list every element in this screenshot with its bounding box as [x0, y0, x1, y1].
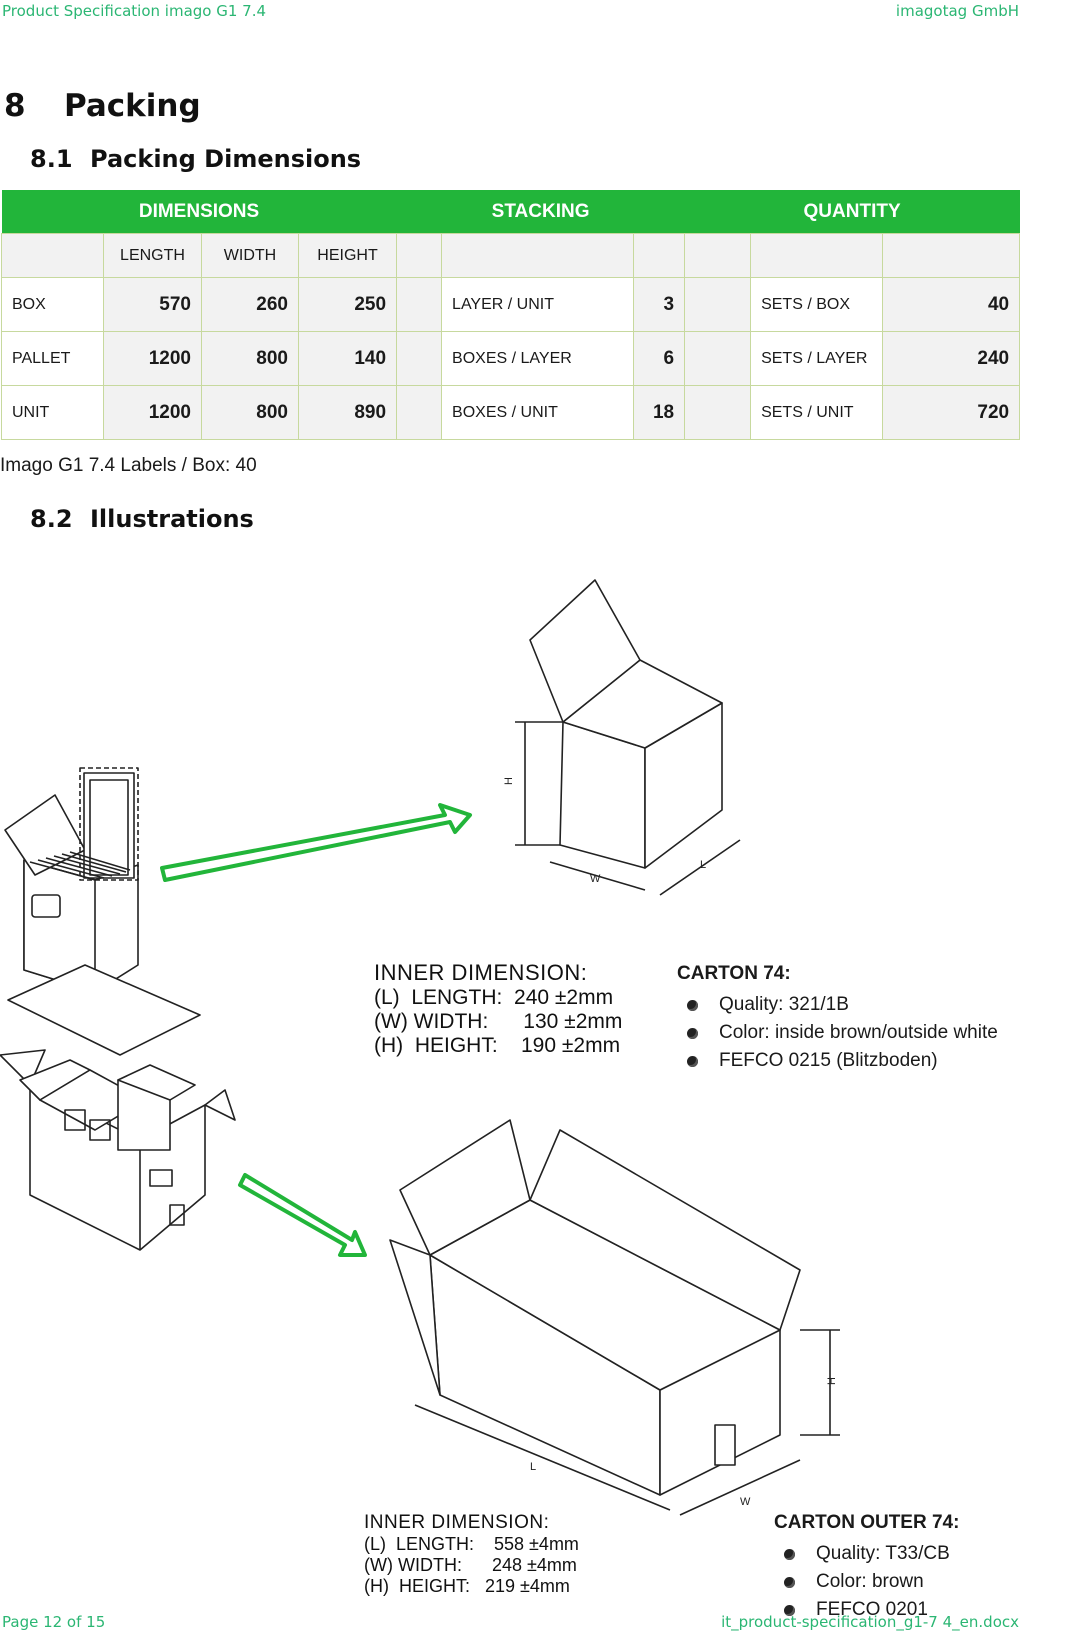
table-group-stacking: STACKING — [396, 190, 685, 234]
cell-stack-label: BOXES / UNIT — [441, 385, 635, 440]
subsection-title: Illustrations — [90, 505, 254, 533]
carton-74-title: CARTON 74: — [677, 963, 791, 984]
cell-height: 890 — [297, 385, 398, 440]
table-group-quantity: QUANTITY — [684, 190, 1020, 234]
inner-dimension-length: (L) LENGTH: 558 ±4mm — [364, 1534, 579, 1554]
section-number: 8 — [4, 88, 26, 124]
table-group-dimensions: DIMENSIONS — [1, 190, 397, 234]
inner-dimension-large: INNER DIMENSION: (L) LENGTH: 558 ±4mm (W… — [364, 1512, 579, 1597]
table-header-cell — [684, 233, 752, 278]
carton-74-fefco: FEFCO 0215 (Blitzboden) — [687, 1047, 998, 1075]
table-header-cell — [1, 233, 104, 278]
cell-height: 140 — [297, 331, 398, 386]
large-carton-drawing: H W L — [389, 1119, 840, 1516]
labels-per-box-note: Imago G1 7.4 Labels / Box: 40 — [0, 455, 257, 476]
cell-stack-value: 3 — [633, 277, 686, 332]
height-marker-large: H — [826, 1377, 838, 1385]
cell-height: 250 — [297, 277, 398, 332]
packing-dimensions-table: DIMENSIONS STACKING QUANTITY LENGTH WIDT… — [1, 190, 1021, 440]
cell-stack-value: 18 — [633, 385, 686, 440]
cell-stack-label: BOXES / LAYER — [441, 331, 635, 386]
page-header-right: imagotag GmbH — [895, 2, 1019, 20]
row-name: PALLET — [1, 331, 104, 386]
section-title: Packing — [64, 88, 201, 124]
packing-illustration: H W L H W L — [0, 579, 840, 1516]
cell-stack-label: LAYER / UNIT — [441, 277, 635, 332]
inner-dimension-height: (H) HEIGHT: 219 ±4mm — [364, 1576, 570, 1596]
carton-outer-74-fefco: FEFCO 0201 — [783, 1596, 959, 1624]
row-name: BOX — [1, 277, 104, 332]
cell-stack-value: 6 — [633, 331, 686, 386]
subsection-number: 8.1 — [30, 145, 73, 173]
length-marker-small: L — [700, 859, 706, 871]
spacer-cell — [396, 385, 443, 440]
cell-length: 570 — [103, 277, 202, 332]
table-row: UNIT 1200 800 890 BOXES / UNIT 18 SETS /… — [1, 385, 1021, 440]
cell-qty-value: 40 — [882, 277, 1021, 332]
cell-qty-label: SETS / UNIT — [750, 385, 884, 440]
spacer-cell — [396, 277, 443, 332]
inner-dimension-height: (H) HEIGHT: 190 ±2mm — [374, 1034, 621, 1057]
cell-qty-value: 720 — [882, 385, 1021, 440]
carton-74-quality: Quality: 321/1B — [687, 991, 998, 1019]
inner-dimension-small: INNER DIMENSION: (L) LENGTH: 240 ±2mm (W… — [374, 960, 622, 1058]
arrow-to-small-carton — [160, 803, 472, 882]
cell-width: 260 — [201, 277, 299, 332]
inner-dimension-width: (W) WIDTH: 130 ±2mm — [374, 1010, 623, 1033]
cell-qty-label: SETS / BOX — [750, 277, 884, 332]
spacer-cell — [684, 385, 752, 440]
inner-dimension-title: INNER DIMENSION: — [364, 1512, 550, 1533]
small-carton-drawing: H W L — [503, 579, 741, 896]
table-row: BOX 570 260 250 LAYER / UNIT 3 SETS / BO… — [1, 277, 1021, 332]
cell-width: 800 — [201, 385, 299, 440]
inner-dimension-width: (W) WIDTH: 248 ±4mm — [364, 1555, 577, 1575]
table-header-length: LENGTH — [103, 233, 202, 278]
cell-qty-label: SETS / LAYER — [750, 331, 884, 386]
cell-length: 1200 — [103, 331, 202, 386]
cell-qty-value: 240 — [882, 331, 1021, 386]
spacer-cell — [684, 277, 752, 332]
small-box-with-labels — [4, 767, 139, 993]
carton-outer-74-title: CARTON OUTER 74: — [774, 1512, 960, 1533]
subsection-heading-illustrations: 8.2 Illustrations — [30, 505, 254, 533]
row-name: UNIT — [1, 385, 104, 440]
outer-box-with-cartons — [0, 1049, 236, 1251]
spacer-cell — [396, 331, 443, 386]
subsection-number: 8.2 — [30, 505, 73, 533]
section-heading: 8 Packing — [4, 88, 201, 124]
cell-length: 1200 — [103, 385, 202, 440]
length-marker-large: L — [530, 1461, 536, 1473]
table-header-cell — [882, 233, 1021, 278]
subsection-title: Packing Dimensions — [90, 145, 362, 173]
height-marker-small: H — [503, 777, 515, 785]
table-header-width: WIDTH — [201, 233, 299, 278]
page-footer-left: Page 12 of 15 — [2, 1613, 106, 1631]
carton-74-spec: CARTON 74: Quality: 321/1B Color: inside… — [677, 963, 998, 1075]
table-row: PALLET 1200 800 140 BOXES / LAYER 6 SETS… — [1, 331, 1021, 386]
carton-outer-74-color: Color: brown — [783, 1568, 959, 1596]
width-marker-large: W — [740, 1496, 751, 1508]
page-footer-right: it_product-specification_g1-7 4_en.docx — [721, 1613, 1019, 1631]
layer-sheet — [7, 964, 201, 1056]
table-header-cell — [441, 233, 635, 278]
table-header-cell — [396, 233, 443, 278]
carton-outer-74-spec: CARTON OUTER 74: Quality: T33/CB Color: … — [774, 1512, 959, 1624]
carton-74-color: Color: inside brown/outside white — [687, 1019, 998, 1047]
arrow-to-large-carton — [238, 1173, 367, 1257]
table-header-cell — [633, 233, 686, 278]
width-marker-small: W — [590, 873, 601, 885]
page-header-left: Product Specification imago G1 7.4 — [2, 2, 267, 20]
subsection-heading-dimensions: 8.1 Packing Dimensions — [30, 145, 361, 173]
table-header-cell — [750, 233, 884, 278]
table-header-height: HEIGHT — [297, 233, 398, 278]
spacer-cell — [684, 331, 752, 386]
inner-dimension-title: INNER DIMENSION: — [374, 960, 588, 985]
carton-outer-74-quality: Quality: T33/CB — [783, 1540, 959, 1568]
cell-width: 800 — [201, 331, 299, 386]
inner-dimension-length: (L) LENGTH: 240 ±2mm — [374, 986, 614, 1009]
